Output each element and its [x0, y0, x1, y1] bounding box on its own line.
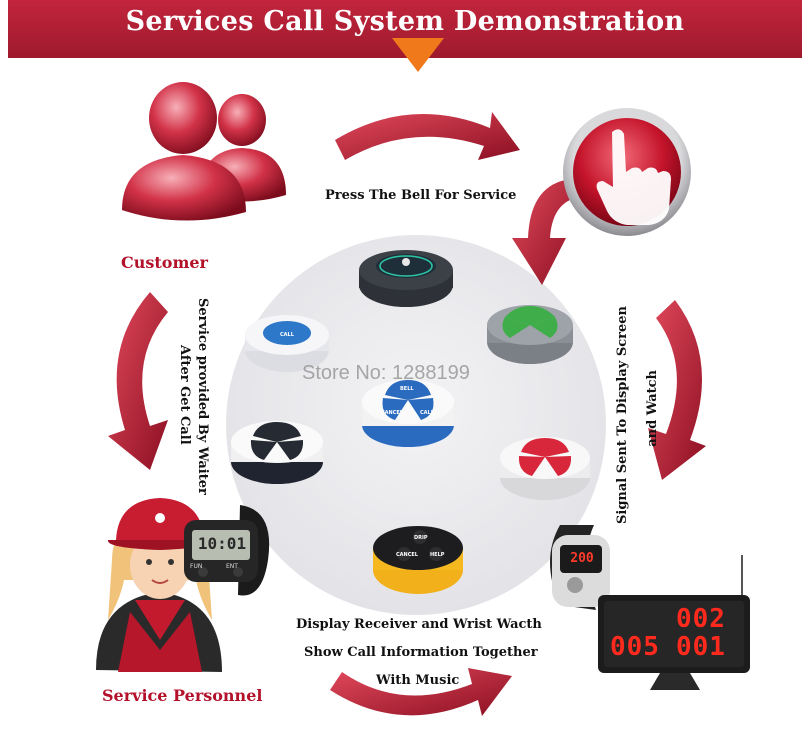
store-watermark: Store No: 1288199 — [302, 362, 470, 384]
yellow-help-button-icon: DRIP CANCEL HELP — [373, 526, 463, 594]
watch-fun-label: FUN — [190, 563, 203, 570]
signal-line1: Signal Sent To Display Screen — [615, 306, 630, 524]
arrow-bottom-icon — [330, 668, 512, 716]
svg-text:HELP: HELP — [430, 552, 445, 558]
black-white-button-icon — [231, 421, 323, 484]
watch-right-number: 200 — [570, 551, 594, 566]
blue-call-button-icon: CALL — [245, 315, 329, 372]
press-bell-icon — [563, 108, 691, 236]
customer-people-icon — [122, 82, 286, 221]
wrist-watch-left-icon — [184, 505, 270, 596]
black-call-button-icon — [359, 250, 453, 307]
press-bell-label: Press The Bell For Service — [325, 188, 517, 203]
svg-text:CANCEL: CANCEL — [381, 410, 404, 416]
service-by-waiter-line1: Service provided By Waiter — [195, 298, 210, 495]
center-call-button-icon: BELL CANCEL CALL — [362, 380, 454, 447]
service-by-waiter-line2: After Get Call — [177, 345, 192, 445]
watch-left-time: 10:01 — [197, 534, 247, 553]
svg-text:CALL: CALL — [420, 410, 435, 416]
green-call-button-icon — [487, 305, 573, 364]
signal-line2: and Watch — [645, 370, 660, 447]
display-line3: With Music — [376, 673, 460, 688]
wrist-watch-right-icon — [550, 525, 610, 610]
display-line2: Show Call Information Together — [304, 645, 538, 660]
svg-text:CALL: CALL — [280, 332, 295, 338]
svg-text:DRIP: DRIP — [414, 535, 428, 541]
red-call-button-icon — [500, 437, 590, 500]
svg-text:BELL: BELL — [400, 386, 414, 392]
svg-text:CANCEL: CANCEL — [396, 552, 419, 558]
display-top-number: 002 — [676, 604, 726, 634]
arrow-bell-down-icon — [512, 180, 575, 285]
display-line1: Display Receiver and Wrist Wacth — [296, 617, 542, 632]
arrow-right-down-icon — [648, 300, 706, 480]
banner-pointer-icon — [392, 38, 444, 72]
customer-label: Customer — [121, 253, 208, 272]
page-title: Services Call System Demonstration — [125, 6, 685, 37]
service-personnel-label: Service Personnel — [102, 686, 263, 705]
watch-ent-label: ENT — [226, 563, 238, 570]
display-bottom-left-number: 005 — [610, 632, 660, 662]
display-bottom-right-number: 001 — [676, 632, 726, 662]
service-personnel-icon — [96, 498, 222, 672]
arrow-left-down-icon — [108, 292, 168, 470]
display-receiver-icon — [598, 555, 750, 690]
arrow-to-bell-icon — [335, 112, 520, 160]
